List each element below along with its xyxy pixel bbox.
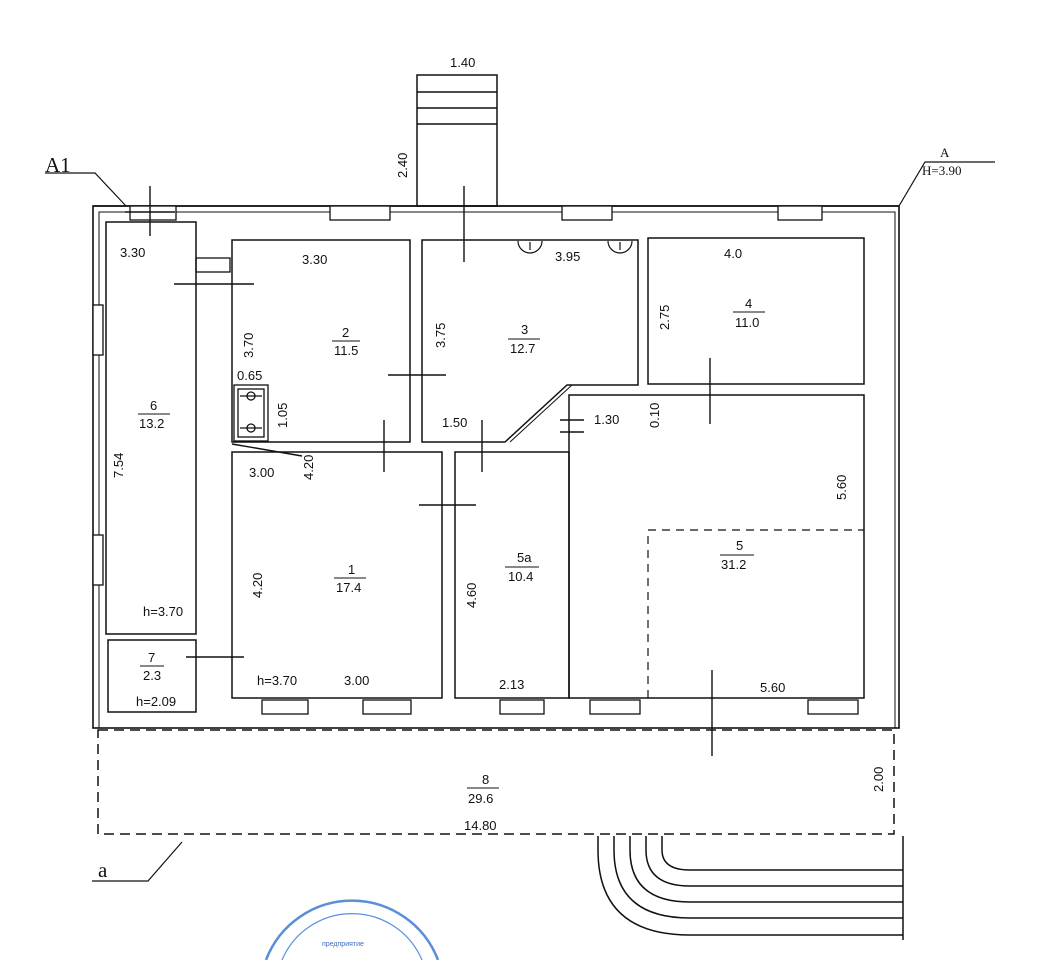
room-4 (647, 237, 865, 385)
room-5-step: 1.30 (594, 412, 619, 427)
fixture-unit (233, 384, 269, 442)
porch-stairs (416, 74, 498, 207)
room-3-number: 3 (521, 322, 528, 337)
room-3-area: 12.7 (510, 341, 535, 356)
curved-stairs (597, 836, 904, 940)
room-4-offset: 0.10 (647, 403, 662, 428)
room-1 (231, 451, 443, 699)
room-8-number: 8 (482, 772, 489, 787)
room-5 (568, 394, 865, 699)
room-6-height: h=3.70 (143, 604, 183, 619)
room-4-width: 4.0 (724, 246, 742, 261)
porch-width: 1.40 (450, 55, 475, 70)
room-4-number: 4 (745, 296, 752, 311)
room-2-number: 2 (342, 325, 349, 340)
marker-a-lower: a (98, 858, 108, 882)
room-7 (107, 639, 197, 713)
radiator-icons (517, 240, 633, 254)
room-1-number: 1 (348, 562, 355, 577)
room-5-length: 5.60 (834, 475, 849, 500)
room-7-height: h=2.09 (136, 694, 176, 709)
marker-a-lower-leader (92, 841, 183, 882)
room-3-length: 3.75 (433, 323, 448, 348)
room-2-width: 3.30 (302, 252, 327, 267)
windows (92, 205, 859, 715)
room-1-area: 17.4 (336, 580, 361, 595)
room-7-number: 7 (148, 650, 155, 665)
porch-depth: 2.40 (395, 153, 410, 178)
room-3 (421, 239, 639, 443)
room-4-area: 11.0 (735, 315, 759, 330)
marker-a-upper: A (940, 145, 950, 160)
fixture-length: 1.05 (275, 403, 290, 428)
room-3-width: 3.95 (555, 249, 580, 264)
room-6-length: 7.54 (111, 453, 126, 478)
room-6-width: 3.30 (120, 245, 145, 260)
room-3-corridor: 1.50 (442, 415, 467, 430)
room-2-length: 3.70 (241, 333, 256, 358)
room-2 (231, 239, 411, 443)
room-8 (97, 729, 895, 835)
door-marks (125, 186, 713, 756)
room-5a-width: 2.13 (499, 677, 524, 692)
marker-a-upper-leader (898, 161, 995, 207)
room-5-area: 31.2 (721, 557, 746, 572)
room-8-width: 14.80 (464, 818, 497, 833)
room-7-area: 2.3 (143, 668, 161, 683)
room-1-length-top: 4.20 (301, 455, 316, 480)
room-5-dashed-zone (647, 529, 864, 698)
room-1-width-bottom: 3.00 (344, 673, 369, 688)
room-4-length: 2.75 (657, 305, 672, 330)
room-2-area: 11.5 (334, 343, 358, 358)
room-1-width-top: 3.00 (249, 465, 274, 480)
stamp-text: предприятие (322, 941, 364, 948)
room-6 (105, 221, 197, 635)
stamp-seal: предприятие (264, 899, 440, 960)
room-3-inner-wall (509, 384, 573, 443)
room-6-area: 13.2 (139, 416, 164, 431)
room-5a-number: 5a (517, 550, 532, 565)
room-8-area: 29.6 (468, 791, 493, 806)
marker-a1-leader (45, 172, 127, 207)
room-5-width: 5.60 (760, 680, 785, 695)
room-5a-area: 10.4 (508, 569, 533, 584)
room-6-number: 6 (150, 398, 157, 413)
room-8-depth: 2.00 (871, 767, 886, 792)
room-1-length: 4.20 (250, 573, 265, 598)
room-5a-length: 4.60 (464, 583, 479, 608)
marker-h-total: H=3.90 (922, 163, 961, 178)
fixture-width: 0.65 (237, 368, 262, 383)
room-1-height: h=3.70 (257, 673, 297, 688)
room-5-number: 5 (736, 538, 743, 553)
